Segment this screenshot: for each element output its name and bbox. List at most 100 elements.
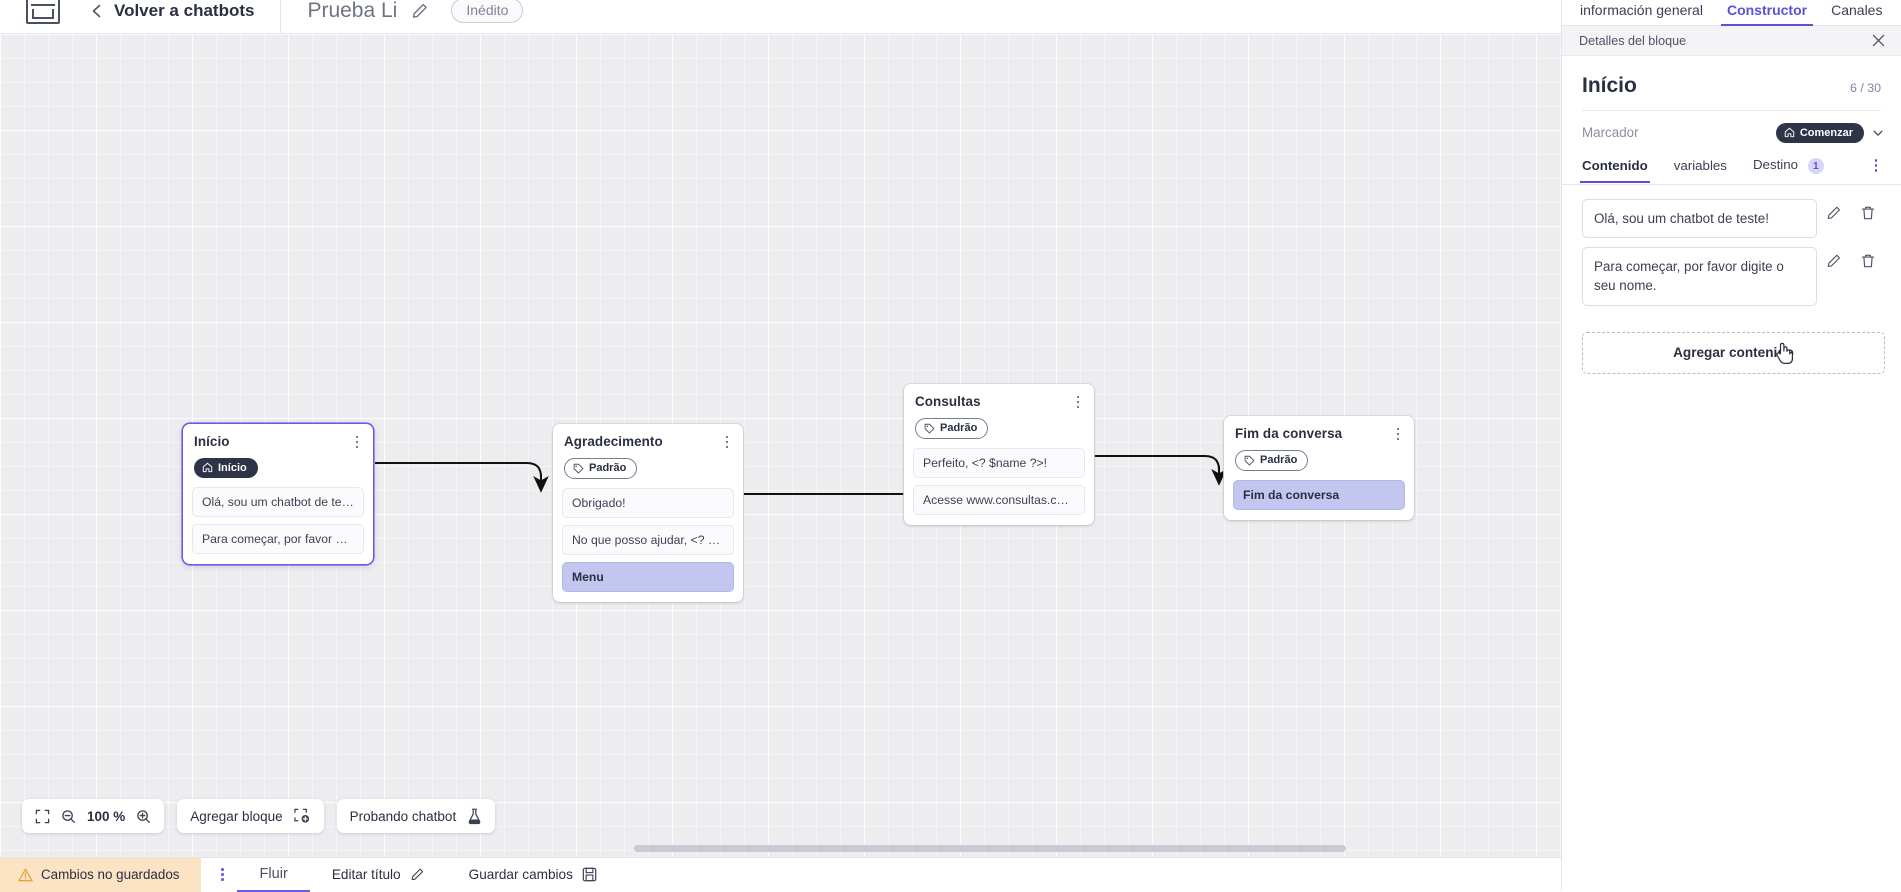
add-block-label: Agregar bloque (190, 809, 282, 824)
node-message-accent[interactable]: Fim da conversa (1233, 480, 1405, 510)
zoom-out-icon[interactable] (61, 809, 76, 824)
node-message-accent[interactable]: Menu (562, 562, 734, 592)
panel-header: Detalles del bloque (1562, 26, 1901, 56)
node-tag-badge: Padrão (1235, 450, 1308, 471)
tab-destino[interactable]: Destino 1 (1753, 157, 1838, 182)
node-title: Agradecimento (564, 434, 732, 449)
node-title: Início (194, 434, 362, 449)
tab-variables[interactable]: variables (1674, 158, 1741, 182)
mouse-cursor-icon (1774, 340, 1796, 366)
flow-node-consultas[interactable]: Consultas Padrão Perfeito, <? $name ?>! … (904, 384, 1094, 525)
node-tag-label: Início (218, 462, 247, 474)
block-title-row: Início 6 / 30 (1562, 56, 1901, 98)
edit-title-button[interactable]: Editar título (310, 858, 447, 892)
node-messages: Obrigado! No que posso ajudar, <? $name … (553, 488, 743, 602)
node-tag-row: Padrão (915, 418, 1083, 439)
panel-header-title: Detalles del bloque (1579, 34, 1686, 48)
marker-row: Marcador Comenzar (1562, 111, 1901, 143)
node-message[interactable]: No que posso ajudar, <? $name ... (562, 525, 734, 555)
flow-node-fim-da-conversa[interactable]: Fim da conversa Padrão Fim da conversa (1224, 416, 1414, 520)
tab-informacion-general[interactable]: información general (1568, 2, 1715, 25)
destino-count-badge: 1 (1808, 158, 1824, 174)
content-item-text[interactable]: Para começar, por favor digite o seu nom… (1582, 247, 1817, 306)
node-message[interactable]: Para começar, por favor digite o ... (192, 524, 364, 554)
close-icon[interactable] (1869, 32, 1887, 50)
node-title: Consultas (915, 394, 1083, 409)
tab-canales[interactable]: Canales (1819, 2, 1894, 25)
node-tag-row: Início (194, 458, 362, 478)
top-header-bar: Volver a chatbots Prueba Li Inédito (0, 0, 1561, 34)
node-tag-badge: Padrão (564, 458, 637, 479)
marker-label: Marcador (1582, 125, 1639, 140)
node-message[interactable]: Acesse www.consultas.com par... (913, 485, 1085, 515)
header-divider (280, 0, 281, 34)
content-item: Olá, sou um chatbot de teste! (1582, 199, 1885, 238)
node-message[interactable]: Olá, sou um chatbot de teste! (192, 487, 364, 517)
test-chatbot-label: Probando chatbot (350, 809, 457, 824)
pencil-icon (410, 867, 425, 882)
node-tag-badge: Padrão (915, 418, 988, 439)
tag-icon (1244, 455, 1255, 466)
warning-triangle-icon (18, 868, 33, 882)
tab-fluir[interactable]: Fluir (237, 858, 309, 892)
flow-node-inicio[interactable]: Início Início Olá, sou um chatbot de tes… (183, 424, 373, 564)
canvas-horizontal-scrollbar[interactable] (634, 845, 1346, 852)
flow-canvas[interactable]: Início Início Olá, sou um chatbot de tes… (0, 34, 1561, 857)
app-logo-icon[interactable] (26, 0, 60, 24)
node-header: Consultas Padrão (904, 384, 1094, 448)
node-header: Agradecimento Padrão (553, 424, 743, 488)
node-tag-label: Padrão (940, 422, 977, 434)
node-menu-icon[interactable] (1070, 393, 1086, 411)
tab-contenido[interactable]: Contenido (1582, 158, 1662, 182)
node-message[interactable]: Perfeito, <? $name ?>! (913, 448, 1085, 478)
content-tabs-more-icon[interactable] (1867, 157, 1885, 175)
save-changes-label: Guardar cambios (469, 867, 573, 882)
unsaved-changes-indicator: Cambios no guardados (0, 858, 201, 892)
pencil-icon[interactable] (1817, 199, 1851, 221)
marker-badge[interactable]: Comenzar (1776, 123, 1864, 143)
flow-node-agradecimento[interactable]: Agradecimento Padrão Obrigado! No que po… (553, 424, 743, 602)
canvas-toolbar: 100 % Agregar bloque Probando chatbot (22, 799, 495, 833)
zoom-in-icon[interactable] (136, 809, 151, 824)
pencil-icon[interactable] (1817, 247, 1851, 269)
trash-icon[interactable] (1851, 247, 1885, 269)
content-item-text[interactable]: Olá, sou um chatbot de teste! (1582, 199, 1817, 238)
content-item: Para começar, por favor digite o seu nom… (1582, 247, 1885, 306)
chevron-left-icon[interactable] (88, 2, 106, 20)
tag-icon (573, 463, 584, 474)
page-title: Início (1582, 74, 1637, 98)
fit-screen-icon[interactable] (35, 809, 50, 824)
zoom-level-value: 100 % (87, 809, 125, 824)
chatbot-title: Prueba Li (307, 0, 397, 23)
trash-icon[interactable] (1851, 199, 1885, 221)
node-header: Fim da conversa Padrão (1224, 416, 1414, 480)
add-content-button[interactable]: Agregar contenido (1582, 332, 1885, 374)
node-menu-icon[interactable] (719, 433, 735, 451)
marker-value-group: Comenzar (1776, 123, 1885, 143)
add-block-icon (294, 808, 311, 824)
tab-constructor[interactable]: Constructor (1715, 2, 1819, 25)
node-tag-label: Padrão (589, 462, 626, 474)
node-menu-icon[interactable] (349, 433, 365, 451)
more-vertical-icon[interactable] (207, 858, 237, 892)
marker-badge-label: Comenzar (1800, 127, 1853, 139)
save-changes-button[interactable]: Guardar cambios (447, 858, 619, 892)
pencil-icon[interactable] (411, 2, 429, 20)
tab-contenido-label: Contenido (1582, 158, 1648, 173)
node-messages: Olá, sou um chatbot de teste! Para começ… (183, 487, 373, 564)
test-chatbot-button[interactable]: Probando chatbot (337, 799, 496, 833)
content-tabs: Contenido variables Destino 1 (1562, 143, 1901, 185)
tag-icon (924, 423, 935, 434)
node-title: Fim da conversa (1235, 426, 1403, 441)
flask-icon (467, 808, 482, 825)
add-block-button[interactable]: Agregar bloque (177, 799, 323, 833)
node-menu-icon[interactable] (1390, 425, 1406, 443)
back-to-chatbots-link[interactable]: Volver a chatbots (114, 1, 254, 21)
zoom-controls-group: 100 % (22, 799, 164, 833)
chevron-down-icon[interactable] (1871, 126, 1885, 140)
edit-title-label: Editar título (332, 867, 401, 882)
panel-top-tabs: información general Constructor Canales (1562, 0, 1901, 26)
tab-destino-label: Destino (1753, 157, 1798, 172)
node-tag-label: Padrão (1260, 454, 1297, 466)
node-message[interactable]: Obrigado! (562, 488, 734, 518)
